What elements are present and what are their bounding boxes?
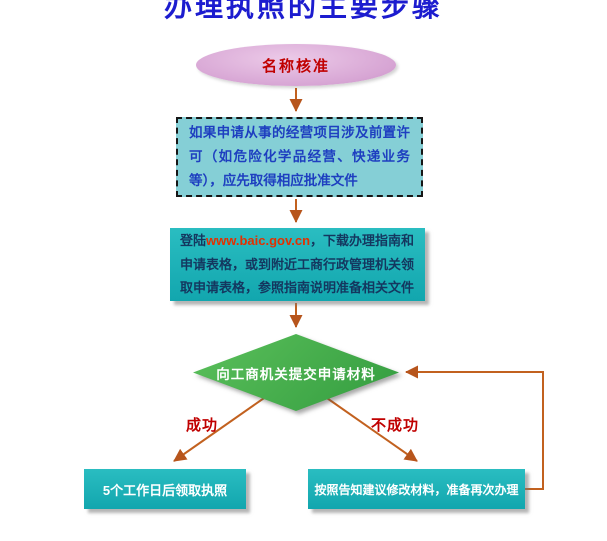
download-step-box: 登陆www.baic.gov.cn，下载办理指南和申请表格，或到附近工商行政管理… <box>170 228 425 301</box>
success-result-label: 5个工作日后领取执照 <box>102 482 228 498</box>
start-node: 名称核准 <box>196 44 396 86</box>
precondition-note-text: 如果申请从事的经营项目涉及前置许可（如危险化学品经营、快递业务等），应先取得相应… <box>189 124 410 189</box>
decision-diamond-shape: 向工商机关提交申请材料 <box>193 334 399 411</box>
download-step-prefix: 登陆 <box>180 233 207 249</box>
fail-result-label: 按照告知建议修改材料，准备再次办理 <box>314 482 519 497</box>
download-step-text: 登陆www.baic.gov.cn，下载办理指南和申请表格，或到附近工商行政管理… <box>180 229 415 299</box>
page-title: 办理执照的主要步骤 <box>163 0 443 22</box>
download-step-url: www.baic.gov.cn <box>206 233 311 249</box>
download-step-suffix: ，下载办理指南和申请表格，或到附近工商行政管理机关领取申请表格，参照指南说明准备… <box>180 233 415 296</box>
branch-label-success: 成功 <box>186 417 219 434</box>
fail-result-box: 按照告知建议修改材料，准备再次办理 <box>308 469 525 509</box>
branch-label-fail: 不成功 <box>371 417 420 434</box>
success-result-box: 5个工作日后领取执照 <box>84 469 246 509</box>
decision-label: 向工商机关提交申请材料 <box>216 366 376 382</box>
precondition-note-box: 如果申请从事的经营项目涉及前置许可（如危险化学品经营、快递业务等），应先取得相应… <box>176 117 423 197</box>
decision-node: 向工商机关提交申请材料 <box>193 334 399 411</box>
start-node-label: 名称核准 <box>261 57 330 75</box>
